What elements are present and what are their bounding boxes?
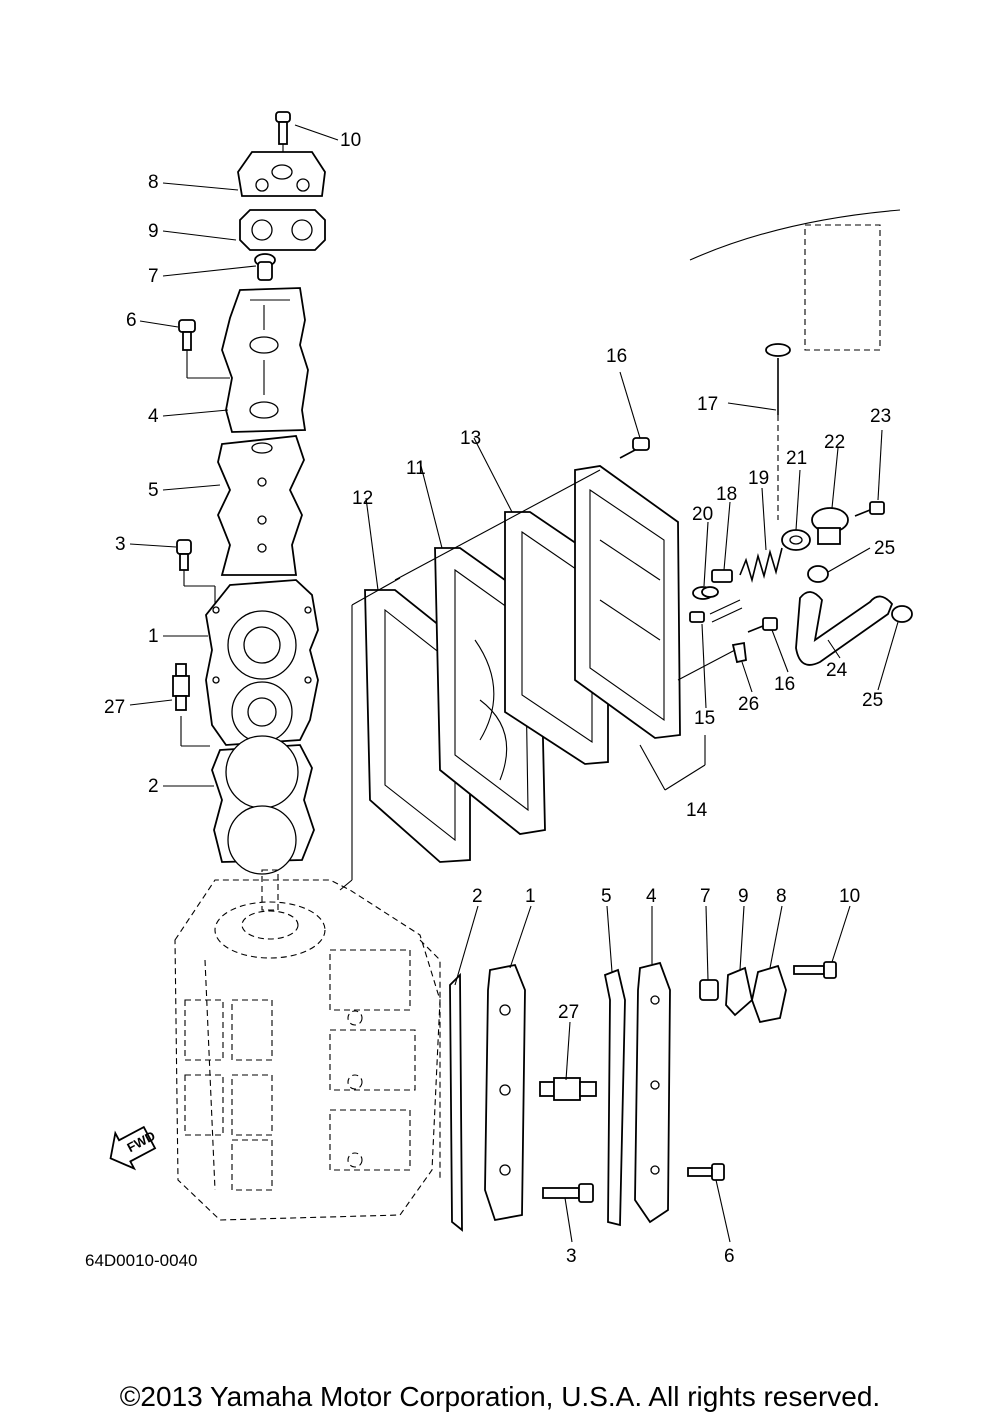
callout-4-side: 4 xyxy=(646,886,657,907)
callout-25-bottom: 25 xyxy=(862,690,883,711)
hose-clamp-part-25-top xyxy=(807,565,829,583)
cover-part-22 xyxy=(811,507,849,545)
callout-3-side: 3 xyxy=(566,1246,577,1267)
callout-11: 11 xyxy=(406,458,426,479)
callout-7-side: 7 xyxy=(700,886,711,907)
cover-part-8-side xyxy=(751,964,787,1024)
clip-part-26 xyxy=(731,641,747,664)
callouts-right: 16 13 11 12 17 23 22 21 19 18 20 25 16 2… xyxy=(352,346,895,821)
bolt-part-23 xyxy=(854,501,885,517)
callout-2-side: 2 xyxy=(472,886,483,907)
cylinder-gasket-part-2 xyxy=(211,735,315,875)
callout-2: 2 xyxy=(148,776,159,797)
callout-6-side: 6 xyxy=(724,1246,735,1267)
callout-27-side: 27 xyxy=(558,1002,579,1023)
callout-12: 12 xyxy=(352,488,373,509)
gasket-part-9 xyxy=(239,209,326,251)
callout-27: 27 xyxy=(104,697,125,718)
gasket-part-9-side xyxy=(725,966,753,1017)
callout-16-top: 16 xyxy=(606,346,627,367)
fwd-arrow: FWD xyxy=(109,1125,158,1171)
grommet-part-20 xyxy=(692,586,719,600)
thermostat-part-7-side xyxy=(699,979,719,1001)
engine-block xyxy=(174,869,441,1221)
callouts-bottom: 2 1 5 4 7 9 8 10 27 3 6 xyxy=(472,886,860,1267)
callout-26: 26 xyxy=(738,694,759,715)
callout-10-side: 10 xyxy=(839,886,860,907)
stud-part-3-side xyxy=(542,1183,594,1203)
callout-14: 14 xyxy=(686,800,708,821)
callout-20: 20 xyxy=(692,504,713,525)
callout-24: 24 xyxy=(826,660,848,681)
spark-plug-part-27-side xyxy=(539,1077,597,1101)
callout-23: 23 xyxy=(870,406,891,427)
callout-3: 3 xyxy=(115,534,126,555)
callout-6: 6 xyxy=(126,310,137,331)
copyright-text: ©2013 Yamaha Motor Corporation, U.S.A. A… xyxy=(120,1381,880,1412)
callout-8-side: 8 xyxy=(776,886,787,907)
bolt-part-6 xyxy=(178,319,196,351)
head-gasket-part-5 xyxy=(217,435,305,576)
gasket-part-21 xyxy=(781,529,811,551)
hose-part-24 xyxy=(795,591,894,666)
spring-part-19 xyxy=(739,547,783,584)
callout-15: 15 xyxy=(694,708,715,729)
bolt-part-16-top xyxy=(619,437,650,459)
bolt-part-16-side xyxy=(747,617,778,633)
callout-13: 13 xyxy=(460,428,481,449)
diagram-code: 64D0010-0040 xyxy=(85,1251,197,1270)
gasket-part-2-side xyxy=(449,972,463,1232)
leader-lines xyxy=(129,124,899,1243)
callout-21: 21 xyxy=(786,448,807,469)
hose-clamp-part-25-bottom xyxy=(891,605,913,623)
spark-plug-part-27 xyxy=(172,663,190,711)
callout-10-top: 10 xyxy=(340,130,361,151)
plunger-part-18 xyxy=(711,569,733,583)
callout-9: 9 xyxy=(148,221,159,242)
thermostat-part-7 xyxy=(254,253,276,281)
stud-part-3 xyxy=(176,539,192,571)
outer-exhaust-cover-part-14 xyxy=(574,465,681,739)
callout-19: 19 xyxy=(748,468,769,489)
callout-17: 17 xyxy=(697,394,718,415)
oil-dipstick-area xyxy=(689,209,901,520)
cylinder-head-part-1 xyxy=(205,579,319,746)
callout-8: 8 xyxy=(148,172,159,193)
callout-1-side: 1 xyxy=(525,886,536,907)
callout-4: 4 xyxy=(148,406,159,427)
callout-16-side: 16 xyxy=(774,674,795,695)
callout-5: 5 xyxy=(148,480,159,501)
callout-9-side: 9 xyxy=(738,886,749,907)
pipe-part-15 xyxy=(689,599,743,623)
cover-part-4-side xyxy=(634,961,671,1224)
callout-22: 22 xyxy=(824,432,845,453)
callout-18: 18 xyxy=(716,484,737,505)
callouts-left: 10 8 9 7 6 4 5 3 1 27 2 xyxy=(104,130,361,797)
callout-25-top: 25 xyxy=(874,538,895,559)
gasket-part-5-side xyxy=(603,968,626,1227)
bolt-part-10-side xyxy=(793,961,837,979)
cylinder-head-cover-part-4 xyxy=(221,287,309,433)
callout-1: 1 xyxy=(148,626,159,647)
bolt-part-6-side xyxy=(687,1163,725,1181)
callout-7: 7 xyxy=(148,266,159,287)
cylinder-head-part-1-side xyxy=(484,963,526,1222)
thermostat-cover-part-8 xyxy=(237,151,326,197)
callout-5-side: 5 xyxy=(601,886,612,907)
